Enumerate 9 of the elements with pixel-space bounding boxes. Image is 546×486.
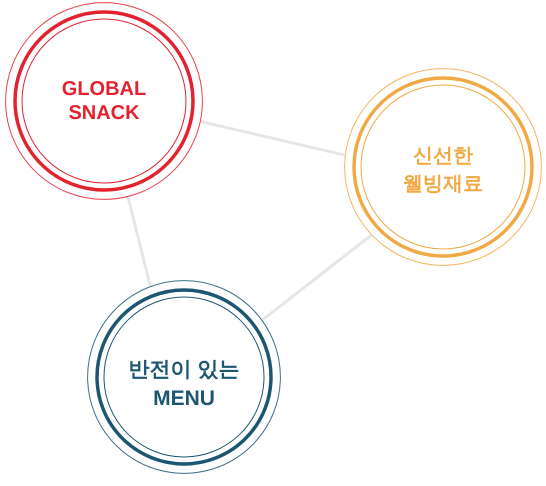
connector-line bbox=[200, 120, 346, 157]
node-label: 신선한 웰빙재료 bbox=[402, 144, 484, 197]
node-label: GLOBAL SNACK bbox=[60, 77, 148, 125]
circle-node bbox=[344, 68, 542, 266]
node-label: 반전이 있는 MENU bbox=[128, 356, 240, 412]
connector-line bbox=[126, 196, 152, 286]
circle-node bbox=[87, 280, 281, 474]
circle-node bbox=[5, 2, 203, 200]
connector-line bbox=[262, 234, 372, 322]
